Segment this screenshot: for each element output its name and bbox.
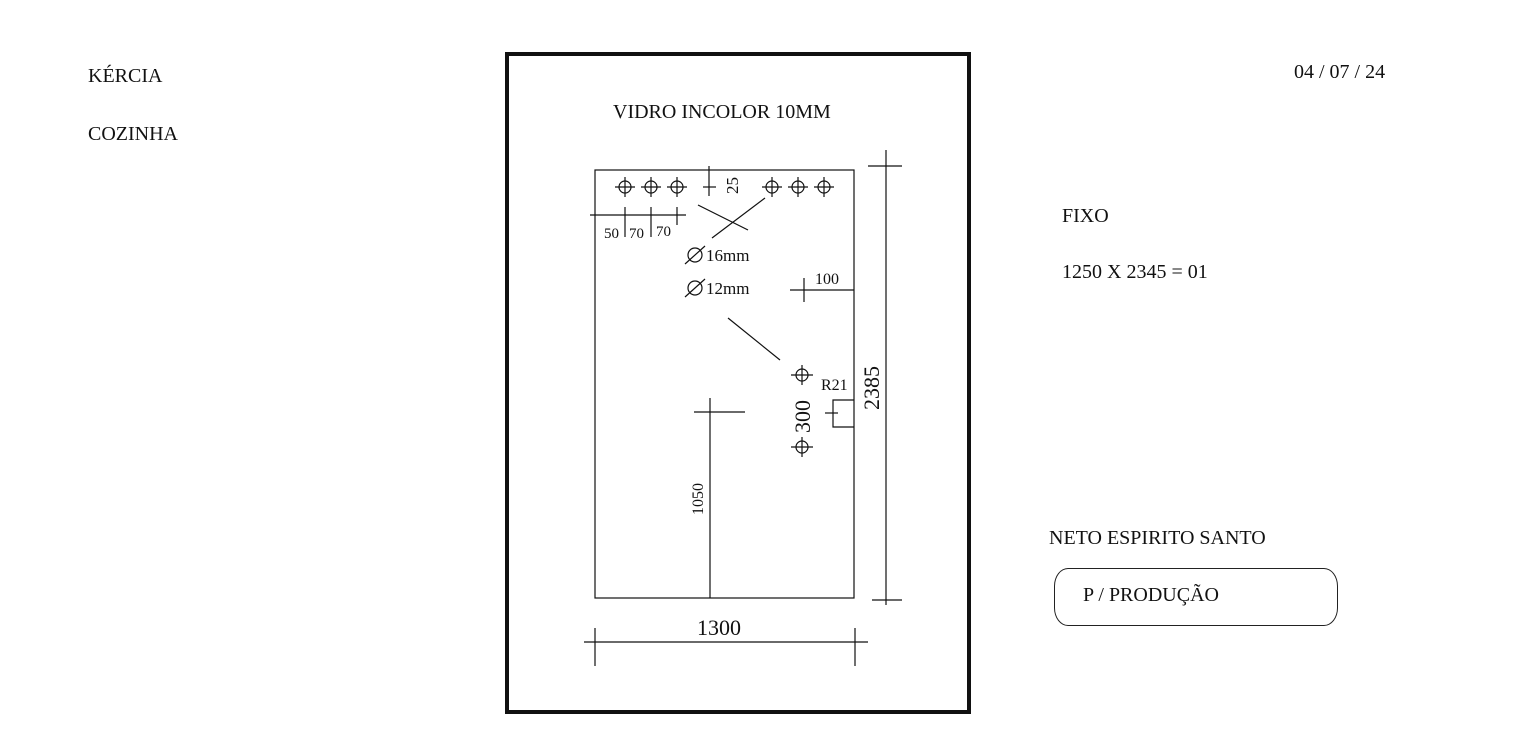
- client-name: KÉRCIA: [88, 65, 163, 87]
- production-stamp-label: P / PRODUÇÃO: [1083, 584, 1219, 606]
- company-name: NETO ESPIRITO SANTO: [1049, 527, 1266, 549]
- production-stamp: P / PRODUÇÃO: [1054, 568, 1338, 626]
- drawing-frame: [505, 52, 971, 714]
- document-date: 04 / 07 / 24: [1294, 61, 1386, 83]
- room-name: COZINHA: [88, 123, 178, 145]
- piece-type: FIXO: [1062, 205, 1109, 227]
- piece-measurement: 1250 X 2345 = 01: [1062, 261, 1208, 283]
